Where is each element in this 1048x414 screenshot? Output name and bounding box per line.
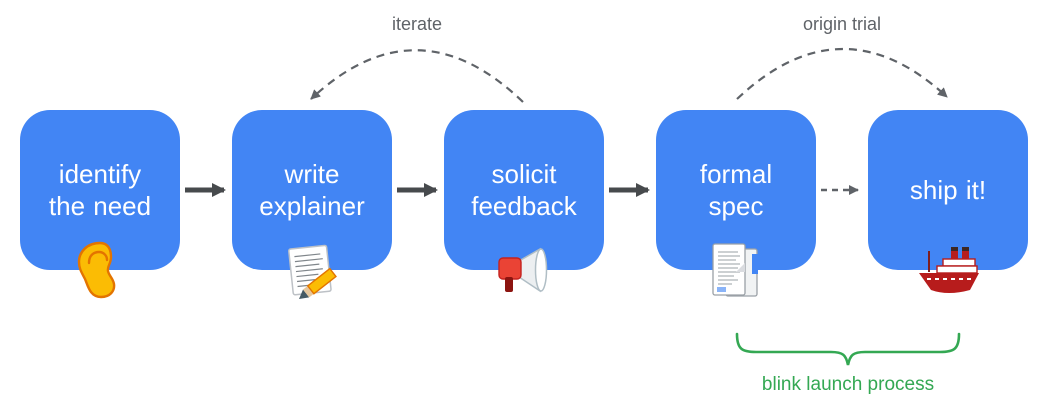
- blink-launch-process-label: blink launch process: [761, 374, 935, 395]
- ship-icon: [915, 245, 981, 304]
- iterate-label: iterate: [391, 14, 443, 34]
- iterate-arc: [310, 49, 524, 103]
- origin-trial-label: origin trial: [802, 14, 882, 34]
- step-box-identify-need: identify the need: [20, 110, 180, 299]
- origin-trial-arc: [736, 48, 948, 100]
- megaphone-icon: [493, 245, 555, 300]
- step-label: ship it!: [909, 174, 987, 205]
- step-label: solicit feedback: [471, 158, 577, 222]
- step-label: write explainer: [259, 158, 365, 222]
- step-box-write-explainer: write explainer: [232, 110, 392, 299]
- ear-icon: [75, 241, 125, 304]
- step-box-formal-spec: formal spec: [656, 110, 816, 297]
- step-box-solicit-feedback: solicit feedback: [444, 110, 604, 293]
- documents-icon: [709, 241, 763, 308]
- step-label: identify the need: [48, 158, 152, 222]
- launch-process-brace: [735, 332, 961, 366]
- memo-pencil-icon: [283, 243, 341, 306]
- step-label: formal spec: [699, 158, 773, 222]
- step-box-ship-it: ship it!: [868, 110, 1028, 293]
